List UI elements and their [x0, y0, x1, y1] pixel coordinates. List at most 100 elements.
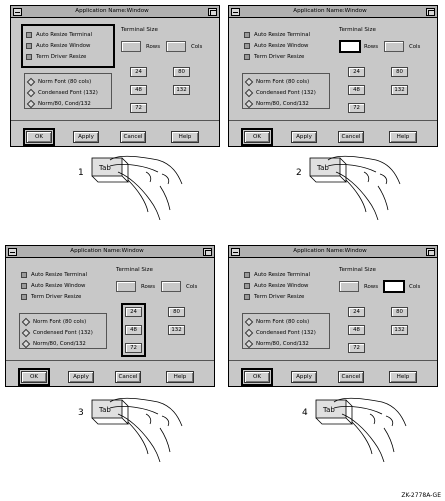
radio-indicator[interactable]	[244, 339, 254, 348]
rows-72-button[interactable]: 72	[125, 343, 142, 353]
checkbox-box[interactable]	[21, 271, 27, 278]
rows-field[interactable]	[121, 41, 141, 52]
radio-indicator[interactable]	[244, 88, 254, 97]
radio-indicator[interactable]	[21, 317, 31, 326]
radio-norm-cond[interactable]: Norm/80, Cond/132	[21, 339, 86, 348]
cols-132-button[interactable]: 132	[391, 85, 408, 95]
ok-button[interactable]: OK	[23, 128, 55, 146]
checkbox-auto-resize-window[interactable]: Auto Resize Window	[21, 281, 85, 290]
rows-field[interactable]	[116, 281, 136, 292]
cols-field[interactable]	[383, 280, 405, 293]
checkbox-auto-resize-window[interactable]: Auto Resize Window	[244, 41, 308, 50]
radio-norm-font[interactable]: Norm Font (80 cols)	[21, 317, 86, 326]
maximize-button[interactable]	[203, 248, 212, 256]
radio-condensed-font[interactable]: Condensed Font (132)	[26, 88, 98, 97]
cols-field[interactable]	[166, 41, 186, 52]
apply-button[interactable]: Apply	[291, 131, 317, 143]
help-button[interactable]: Help	[389, 371, 417, 383]
radio-norm-cond[interactable]: Norm/80, Cond/132	[26, 99, 91, 108]
radio-indicator[interactable]	[26, 88, 36, 97]
cols-80-button[interactable]: 80	[391, 307, 408, 317]
checkbox-box[interactable]	[244, 282, 250, 289]
checkbox-box[interactable]	[244, 271, 250, 278]
rows-field[interactable]	[339, 40, 361, 53]
checkbox-term-driver-resize[interactable]: Term Driver Resize	[244, 52, 304, 61]
cols-132-button[interactable]: 132	[168, 325, 185, 335]
radio-indicator[interactable]	[21, 339, 31, 348]
rows-48-button[interactable]: 48	[130, 85, 147, 95]
ok-button[interactable]: OK	[18, 368, 50, 386]
radio-condensed-font[interactable]: Condensed Font (132)	[244, 88, 316, 97]
radio-indicator[interactable]	[244, 317, 254, 326]
checkbox-box[interactable]	[244, 293, 250, 300]
radio-indicator[interactable]	[244, 99, 254, 108]
rows-field[interactable]	[339, 281, 359, 292]
checkbox-auto-resize-window[interactable]: Auto Resize Window	[244, 281, 308, 290]
cols-132-button[interactable]: 132	[173, 85, 190, 95]
ok-button[interactable]: OK	[241, 128, 273, 146]
cols-80-button[interactable]: 80	[168, 307, 185, 317]
radio-indicator[interactable]	[244, 328, 254, 337]
checkbox-term-driver-resize[interactable]: Term Driver Resize	[244, 292, 304, 301]
checkbox-box[interactable]	[21, 293, 27, 300]
rows-24-button[interactable]: 24	[348, 307, 365, 317]
rows-24-button[interactable]: 24	[125, 307, 142, 317]
maximize-button[interactable]	[426, 8, 435, 16]
window-menu-button[interactable]	[231, 248, 240, 256]
maximize-button[interactable]	[208, 8, 217, 16]
cols-field[interactable]	[161, 281, 181, 292]
rows-48-button[interactable]: 48	[348, 85, 365, 95]
checkbox-box[interactable]	[21, 282, 27, 289]
rows-24-button[interactable]: 24	[348, 67, 365, 77]
checkbox-box[interactable]	[26, 42, 32, 49]
apply-button[interactable]: Apply	[68, 371, 94, 383]
rows-48-button[interactable]: 48	[125, 325, 142, 335]
checkbox-box[interactable]	[244, 53, 250, 60]
radio-indicator[interactable]	[26, 77, 36, 86]
checkbox-term-driver-resize[interactable]: Term Driver Resize	[26, 52, 86, 61]
checkbox-auto-resize-window[interactable]: Auto Resize Window	[26, 41, 90, 50]
cols-80-button[interactable]: 80	[173, 67, 190, 77]
window-menu-button[interactable]	[8, 248, 17, 256]
radio-indicator[interactable]	[21, 328, 31, 337]
cancel-button[interactable]: Cancel	[338, 131, 364, 143]
rows-72-button[interactable]: 72	[348, 103, 365, 113]
rows-48-button[interactable]: 48	[348, 325, 365, 335]
cols-field[interactable]	[384, 41, 404, 52]
cols-80-button[interactable]: 80	[391, 67, 408, 77]
help-button[interactable]: Help	[389, 131, 417, 143]
checkbox-auto-resize-terminal[interactable]: Auto Resize Terminal	[244, 270, 310, 279]
checkbox-box[interactable]	[26, 31, 32, 38]
apply-button[interactable]: Apply	[291, 371, 317, 383]
cols-132-button[interactable]: 132	[391, 325, 408, 335]
checkbox-box[interactable]	[26, 53, 32, 60]
help-button[interactable]: Help	[171, 131, 199, 143]
rows-24-button[interactable]: 24	[130, 67, 147, 77]
checkbox-box[interactable]	[244, 31, 250, 38]
window-menu-button[interactable]	[13, 8, 22, 16]
apply-button[interactable]: Apply	[73, 131, 99, 143]
radio-condensed-font[interactable]: Condensed Font (132)	[244, 328, 316, 337]
radio-condensed-font[interactable]: Condensed Font (132)	[21, 328, 93, 337]
rows-72-button[interactable]: 72	[348, 343, 365, 353]
ok-button[interactable]: OK	[241, 368, 273, 386]
checkbox-auto-resize-terminal[interactable]: Auto Resize Terminal	[244, 30, 310, 39]
checkbox-auto-resize-terminal[interactable]: Auto Resize Terminal	[21, 270, 87, 279]
window-menu-button[interactable]	[231, 8, 240, 16]
help-button[interactable]: Help	[166, 371, 194, 383]
cancel-button[interactable]: Cancel	[338, 371, 364, 383]
radio-norm-cond[interactable]: Norm/80, Cond/132	[244, 99, 309, 108]
radio-norm-cond[interactable]: Norm/80, Cond/132	[244, 339, 309, 348]
checkbox-box[interactable]	[244, 42, 250, 49]
checkbox-auto-resize-terminal[interactable]: Auto Resize Terminal	[26, 30, 92, 39]
radio-indicator[interactable]	[244, 77, 254, 86]
maximize-button[interactable]	[426, 248, 435, 256]
cancel-button[interactable]: Cancel	[120, 131, 146, 143]
radio-norm-font[interactable]: Norm Font (80 cols)	[244, 317, 309, 326]
cancel-button[interactable]: Cancel	[115, 371, 141, 383]
radio-norm-font[interactable]: Norm Font (80 cols)	[244, 77, 309, 86]
radio-norm-font[interactable]: Norm Font (80 cols)	[26, 77, 91, 86]
radio-indicator[interactable]	[26, 99, 36, 108]
rows-72-button[interactable]: 72	[130, 103, 147, 113]
checkbox-term-driver-resize[interactable]: Term Driver Resize	[21, 292, 81, 301]
